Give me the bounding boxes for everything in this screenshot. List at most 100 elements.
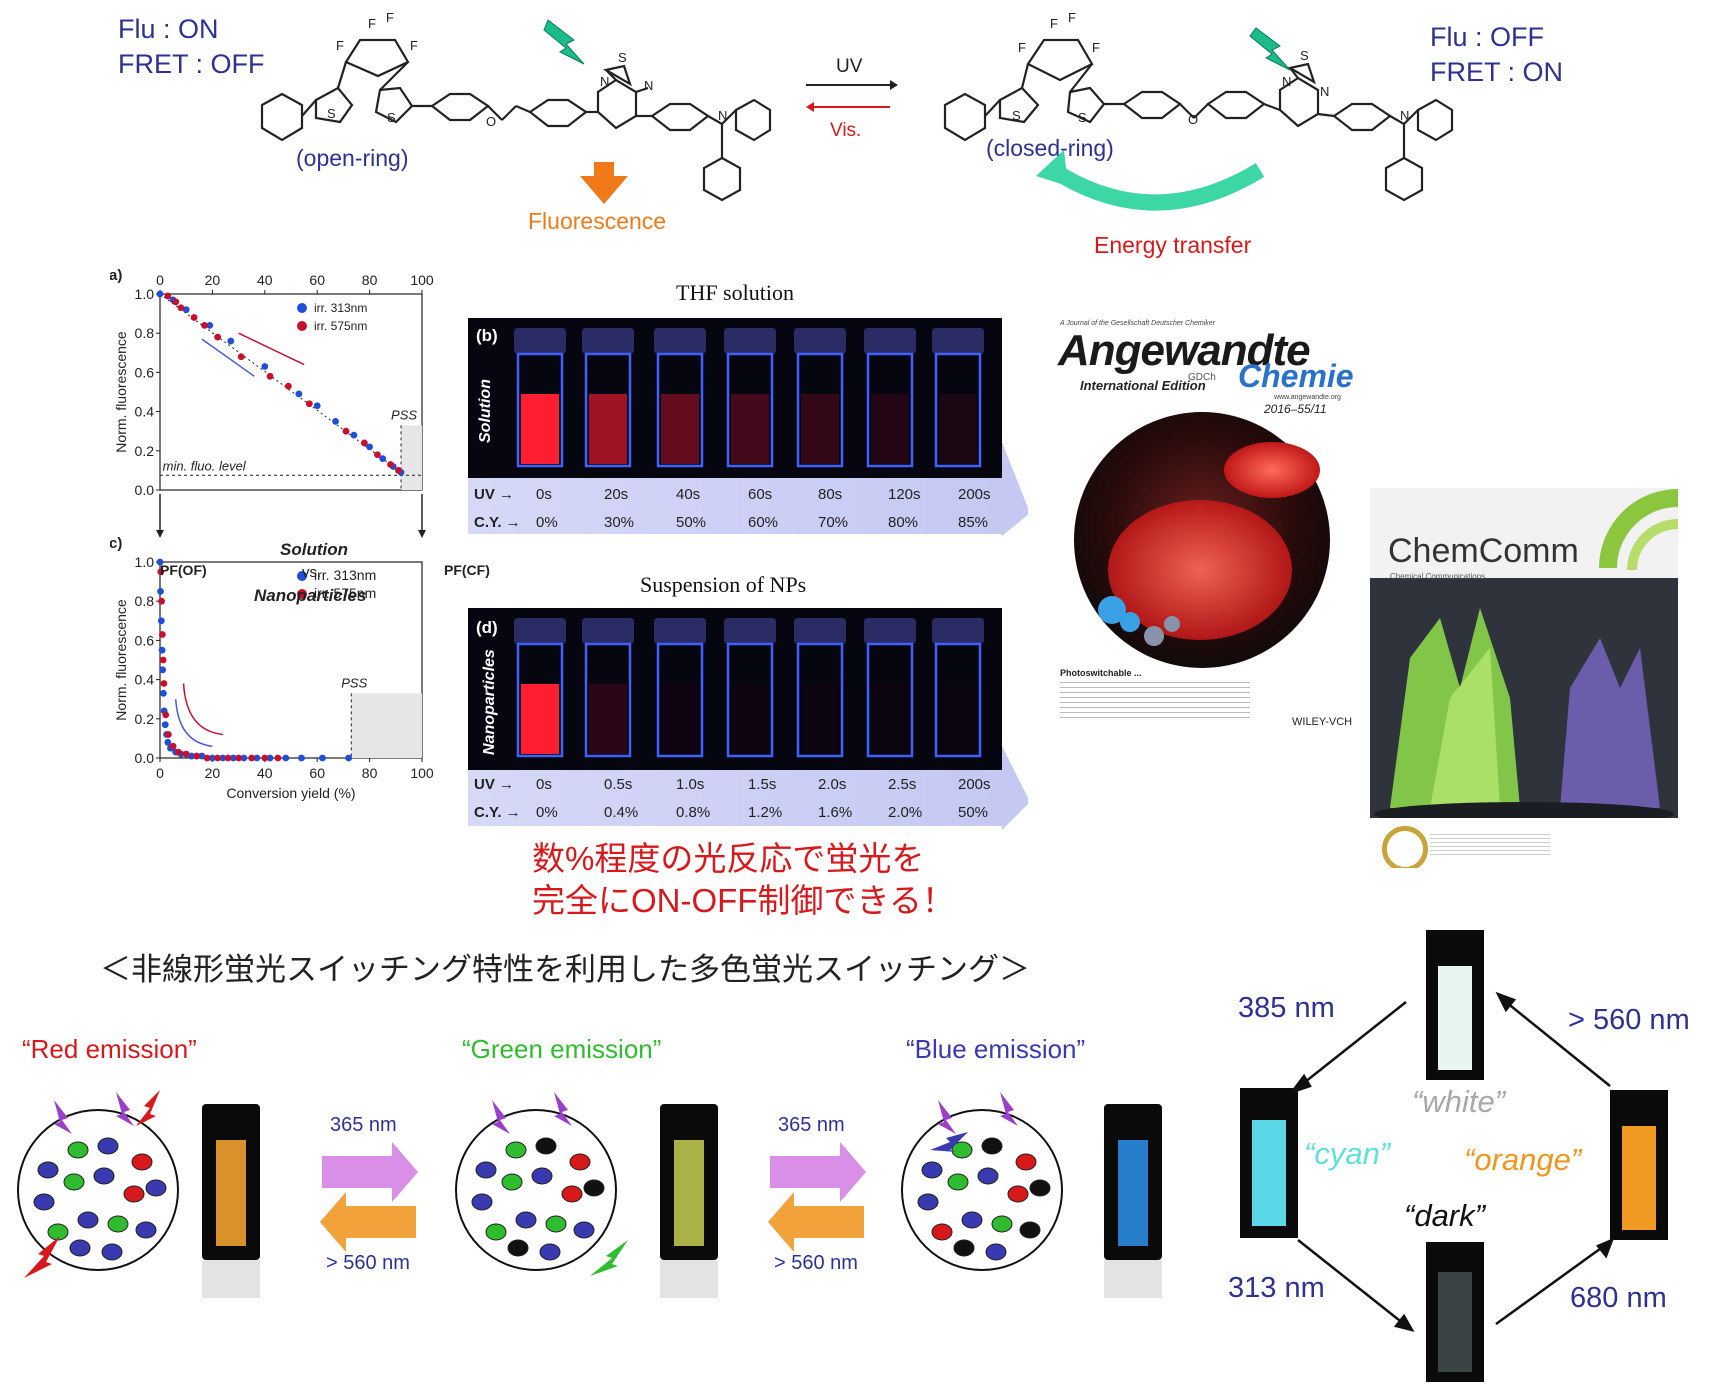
x-axis-label-1: Conversion yield (%) (226, 785, 355, 801)
molecule-dot (515, 1211, 537, 1229)
pss-region-0 (401, 425, 422, 490)
data-point-1 (169, 742, 177, 750)
conversion-yield-1: 0% (536, 804, 558, 821)
uv-time-2: 0.5s (604, 776, 633, 793)
pss-label-1: PSS (341, 675, 367, 690)
x-tick-label-1: 60 (309, 765, 325, 781)
uv-label: UV (836, 56, 863, 77)
data-point-1 (274, 754, 282, 762)
data-point-1 (174, 748, 182, 756)
vial-glass (516, 642, 564, 758)
data-point-1 (161, 721, 169, 729)
vial-glass (866, 642, 914, 758)
molecule-dot (77, 1211, 99, 1229)
vial-liquid (871, 684, 909, 754)
uv-bolt (492, 1100, 510, 1134)
chemie-title: Chemie (1238, 358, 1354, 394)
data-point-0 (214, 333, 222, 341)
cycle-560nm: > 560 nm (1568, 1004, 1690, 1036)
data-point-0 (261, 363, 269, 370)
vial-cap (514, 328, 566, 354)
data-point-1 (159, 656, 167, 664)
molecule-dot (107, 1215, 129, 1233)
uv-bolt (938, 1100, 956, 1134)
conversion-yield-3: 50% (676, 514, 707, 531)
conversion-yield-4: 1.2% (748, 804, 783, 821)
cycle-vial-white (1426, 930, 1484, 1080)
svg-text:N: N (1400, 108, 1409, 123)
molecule-dot (501, 1173, 523, 1191)
vial-glass (726, 642, 774, 758)
bottom-heading: ＜非線形蛍光スイッチング特性を利用した多色蛍光スイッチング＞ (100, 952, 1030, 987)
molecule-dot (951, 1141, 973, 1159)
svg-text:N: N (718, 108, 727, 123)
legend-label-0: irr. 313nm (314, 301, 367, 315)
conversion-yield-2: 0.4% (604, 804, 639, 821)
y-tick-label-0: 1.0 (135, 286, 155, 302)
arrow-up-trend (182, 683, 223, 736)
gdch-logo: GDCh (1188, 372, 1216, 383)
right-flu-label: Flu : OFF (1430, 22, 1544, 52)
nm560-label-2: > 560 nm (774, 1252, 858, 1274)
min-fluo-label: min. fluo. level (163, 458, 247, 473)
vial-liquid (801, 684, 839, 754)
legend-label-1: irr. 575nm (314, 585, 376, 601)
uv-time-1: 0s (536, 776, 552, 793)
vial-cap (794, 618, 846, 644)
molecule-dot (977, 1167, 999, 1185)
svg-text:N: N (1282, 74, 1291, 89)
molecule-dot (931, 1223, 953, 1241)
x-tick-label-0: 0 (156, 272, 164, 288)
y-axis-label-0: Norm. fluorescence (113, 331, 129, 453)
arrow-right-2 (770, 1142, 866, 1202)
data-point-1 (266, 754, 274, 762)
uv-time-3: 40s (676, 486, 701, 503)
svg-text:F: F (1018, 40, 1026, 55)
data-point-0 (374, 451, 381, 459)
svg-text:F: F (368, 16, 376, 31)
svg-text:F: F (1068, 10, 1076, 25)
svg-text:O: O (1188, 112, 1198, 127)
molecule-dot (505, 1141, 527, 1159)
data-point-0 (366, 443, 373, 451)
data-point-1 (158, 597, 165, 605)
data-point-1 (160, 689, 167, 697)
data-point-1 (198, 752, 206, 760)
molecule-dot (953, 1239, 975, 1257)
data-point-1 (193, 752, 201, 760)
conversion-yield-5: 1.6% (818, 804, 853, 821)
x-tick-label-0: 60 (309, 272, 325, 288)
data-point-1 (261, 754, 269, 762)
y-axis-label-1: Norm. fluorescence (113, 599, 129, 721)
vial-cap (582, 328, 634, 354)
data-point-1 (158, 631, 166, 638)
wiley-label: WILEY-VCH (1292, 716, 1353, 728)
y-tick-label-0: 0.2 (135, 443, 155, 459)
data-point-1 (164, 731, 172, 738)
plot-frame-0 (159, 293, 423, 491)
thf-solution-title: THF solution (676, 280, 794, 305)
vial-orange (202, 1104, 260, 1298)
crystal-art (1374, 608, 1674, 818)
data-point-0 (227, 337, 235, 345)
vial-liquid (521, 394, 559, 464)
solution-label: Solution (280, 540, 348, 559)
rsc-logo (1382, 826, 1428, 868)
nanoparticles-label: Nanoparticles (254, 586, 367, 605)
conversion-yield-1: 0% (536, 514, 558, 531)
vial-glass (656, 352, 704, 468)
nm365-label-2: 365 nm (778, 1114, 845, 1136)
molecule-dot (539, 1243, 561, 1261)
nm365-label-1: 365 nm (330, 1114, 397, 1136)
conversion-yield-3: 0.8% (676, 804, 711, 821)
y-tick-label-0: 0.4 (135, 404, 155, 420)
pss-label-0: PSS (391, 407, 417, 422)
uv-time-6: 2.5s (888, 776, 917, 793)
molecule-dot (101, 1243, 123, 1261)
data-point-1 (160, 680, 168, 687)
pss-region-1 (351, 693, 422, 758)
vial-glass (934, 642, 982, 758)
angewandte-small-text: A Journal of the Gesellschaft Deutscher … (1060, 320, 1215, 327)
panel-b-side-label: Solution (477, 379, 494, 443)
